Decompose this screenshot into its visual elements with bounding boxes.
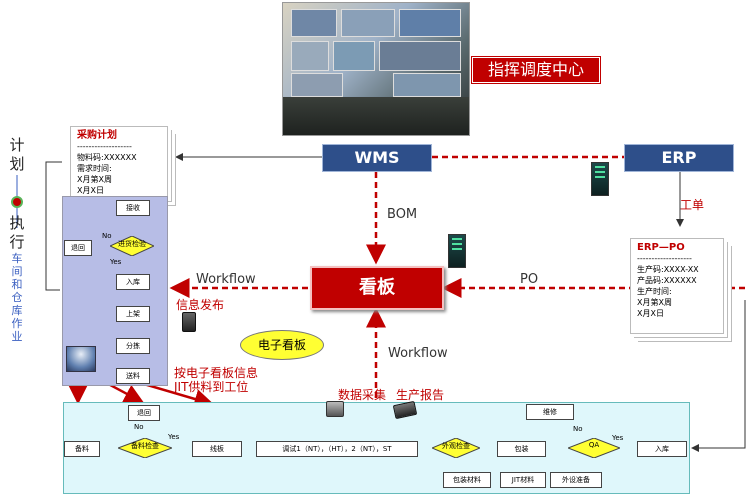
erp-system-box[interactable]: ERP	[624, 144, 734, 172]
no-label: No	[102, 232, 112, 240]
appearance-check-diamond	[430, 437, 482, 459]
line-return-step: 退回	[128, 405, 160, 421]
workflow-down-label: Workflow	[388, 346, 448, 361]
workflow-left-label: Workflow	[196, 272, 256, 287]
qa-label: QA	[588, 441, 600, 449]
return-step: 退回	[64, 240, 92, 256]
wms-system-box[interactable]: WMS	[322, 144, 432, 172]
erp-po-title: ERP—PO	[637, 242, 685, 253]
e-kanban-ellipse: 电子看板	[240, 330, 324, 360]
jit-label-2: JIT供料到工位	[174, 380, 249, 394]
appearance-check-label: 外观检查	[442, 442, 470, 450]
pick-step: 分拣	[116, 338, 150, 354]
feed-step: 送料	[116, 368, 150, 384]
line-yes-label: Yes	[168, 433, 180, 441]
line-no-label: No	[134, 423, 144, 431]
purchase-plan-line: 物料码:XXXXXX	[77, 153, 137, 162]
qa-no-label: No	[573, 425, 583, 433]
execute-axis-label: 执 行	[9, 214, 25, 251]
shelve-step: 上架	[116, 306, 150, 322]
erp-po-line: 生产时间:	[637, 287, 672, 296]
erp-po-line: 产品码:XXXXXX	[637, 276, 697, 285]
kanban-system-box[interactable]: 看板	[310, 266, 444, 310]
erp-po-bottom-arrow	[691, 300, 746, 452]
erp-po-line: 生产码:XXXX-XX	[637, 265, 699, 274]
command-center-label: 指挥调度中心	[472, 57, 600, 83]
incoming-check-label: 进货检验	[118, 240, 146, 248]
incoming-check-diamond	[108, 235, 156, 257]
data-collect-label: 数据采集	[338, 388, 387, 402]
repair-step: 维修	[526, 404, 574, 420]
qa-yes-label: Yes	[612, 434, 624, 442]
work-order-label: 工单	[680, 198, 705, 212]
purchase-plan-doc: 采购计划 ------------------- 物料码:XXXXXX 需求时间…	[70, 126, 168, 198]
qa-diamond	[566, 437, 622, 459]
tests-step: 调试1（NT），（HT），2（NT），ST	[256, 441, 418, 457]
receive-step: 接收	[116, 200, 150, 216]
command-center-photo	[282, 2, 470, 136]
pack-material-box: 包装材料	[443, 472, 491, 488]
yes-label: Yes	[110, 258, 122, 266]
erp-po-line: X月第X周	[637, 298, 672, 307]
purchase-plan-line: X月第X周	[77, 175, 112, 184]
board-in-step: 线板	[192, 441, 242, 457]
prod-report-label: 生产报告	[396, 388, 445, 402]
purchase-plan-line: X月X日	[77, 186, 104, 195]
erp-po-line: X月X日	[637, 309, 664, 318]
erp-po-doc: ERP—PO ------------------- 生产码:XXXX-XX 产…	[630, 238, 724, 334]
workshop-axis-label: 车 间 和 仓 库 作 业	[11, 252, 23, 343]
purchase-plan-rule: -------------------	[77, 142, 132, 151]
po-label: PO	[520, 272, 539, 287]
plan-axis-label: 计 划	[9, 136, 25, 173]
handheld-icon	[182, 312, 196, 332]
purchase-plan-title: 采购计划	[77, 130, 117, 141]
purchase-plan-line: 需求时间:	[77, 164, 112, 173]
axis-dot-icon	[11, 196, 23, 208]
server-icon	[591, 162, 609, 196]
stock-in-step: 入库	[116, 274, 150, 290]
erp-po-rule: -------------------	[637, 254, 692, 263]
terminal-icon	[66, 346, 96, 372]
jit-material-box: JIT材料	[500, 472, 546, 488]
server-icon	[448, 234, 466, 268]
bom-label: BOM	[387, 207, 418, 222]
line-stock-in-step: 入库	[637, 441, 687, 457]
prep-step: 备料	[64, 441, 100, 457]
accessories-box: 外设准备	[550, 472, 602, 488]
prep-check-label: 备料检查	[131, 442, 159, 450]
info-publish-label: 信息发布	[176, 298, 225, 312]
prep-check-diamond	[116, 437, 174, 459]
jit-label: 按电子看板信息	[174, 366, 259, 380]
pack-step: 包装	[497, 441, 546, 457]
plan-bracket	[45, 161, 62, 291]
scanner-icon	[326, 401, 344, 417]
